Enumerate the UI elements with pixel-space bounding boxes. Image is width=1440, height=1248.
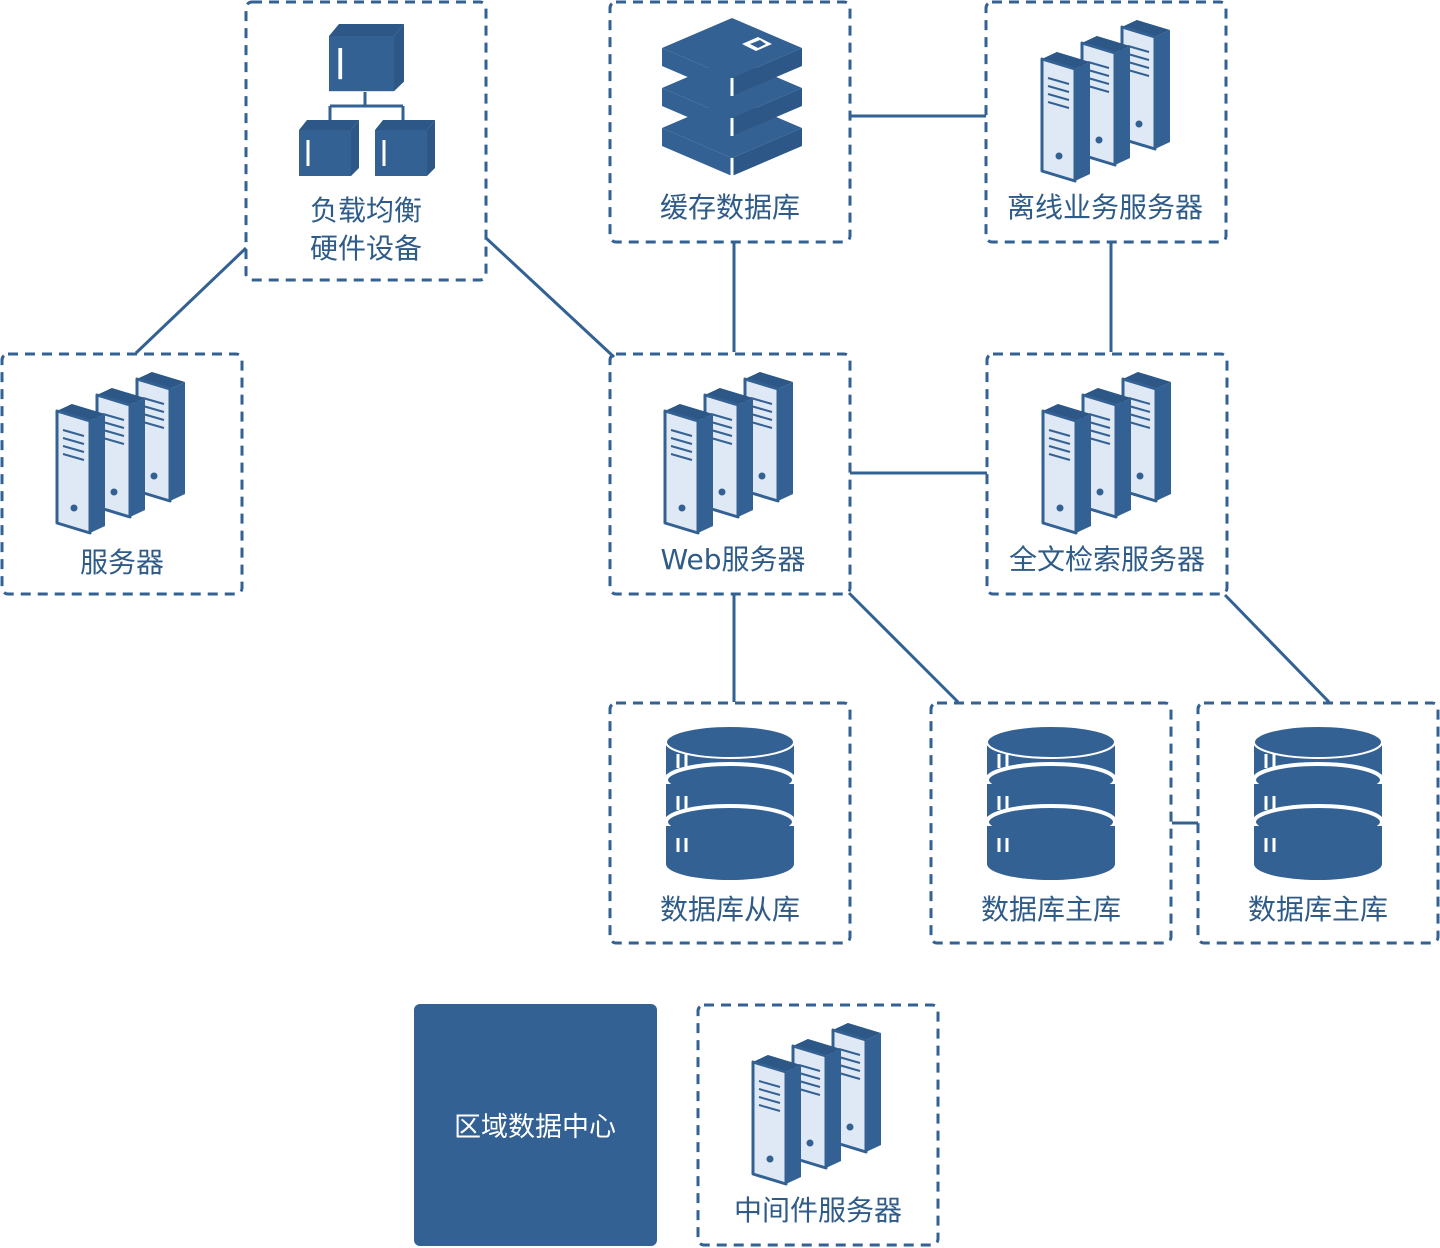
region-swatch xyxy=(414,1004,657,1246)
node-label: 数据库从库 xyxy=(660,893,800,926)
node-frame xyxy=(984,0,1228,244)
node-db-master-2[interactable]: 数据库主库 xyxy=(1196,701,1440,945)
server-rack-icon xyxy=(1043,372,1171,533)
node-load-balancer[interactable]: 负载均衡 硬件设备 xyxy=(244,0,488,282)
connectors xyxy=(134,114,1331,825)
node-label: 全文检索服务器 xyxy=(1009,543,1205,576)
link-web-db-master-1 xyxy=(847,591,960,704)
node-label: 缓存数据库 xyxy=(660,191,800,224)
hierarchy-icon xyxy=(299,24,435,176)
node-frame xyxy=(608,352,852,596)
node-cache-db[interactable]: 缓存数据库 xyxy=(608,0,852,244)
node-middleware-server[interactable]: 中间件服务器 xyxy=(696,1003,940,1247)
server-rack-icon xyxy=(1042,20,1170,181)
node-search-server[interactable]: 全文检索服务器 xyxy=(985,352,1229,596)
server-rack-icon xyxy=(665,372,793,533)
node-web-server[interactable]: Web服务器 xyxy=(608,352,852,596)
link-load-balancer-server xyxy=(134,246,248,355)
node-frame xyxy=(929,701,1173,945)
node-label: 离线业务服务器 xyxy=(1007,191,1203,224)
database-icon xyxy=(985,724,1117,882)
node-label: 数据库主库 xyxy=(1248,893,1388,926)
node-frame xyxy=(985,352,1229,596)
node-frame xyxy=(0,352,244,596)
node-label: 服务器 xyxy=(80,546,164,579)
node-db-slave[interactable]: 数据库从库 xyxy=(608,701,852,945)
node-label: 数据库主库 xyxy=(981,893,1121,926)
node-server[interactable]: 服务器 xyxy=(0,352,244,596)
node-frame xyxy=(608,701,852,945)
node-label: 中间件服务器 xyxy=(734,1194,902,1227)
node-frame xyxy=(608,0,852,244)
node-offline-server[interactable]: 离线业务服务器 xyxy=(984,0,1228,244)
storage-stack-icon xyxy=(662,18,802,176)
link-load-balancer-web-server xyxy=(484,236,616,359)
link-search-db-master-2 xyxy=(1223,593,1331,704)
database-icon xyxy=(1252,724,1384,882)
node-db-master-1[interactable]: 数据库主库 xyxy=(929,701,1173,945)
server-rack-icon xyxy=(57,372,185,533)
node-label: Web服务器 xyxy=(660,543,805,576)
node-frame xyxy=(1196,701,1440,945)
database-icon xyxy=(664,724,796,882)
node-frame xyxy=(696,1003,940,1247)
region-label: 区域数据中心 xyxy=(454,1112,616,1143)
node-label-line1: 负载均衡 xyxy=(310,194,422,227)
node-label-line2: 硬件设备 xyxy=(310,232,422,265)
legend-region-data-center: 区域数据中心 xyxy=(414,1004,657,1246)
server-rack-icon xyxy=(753,1023,881,1184)
